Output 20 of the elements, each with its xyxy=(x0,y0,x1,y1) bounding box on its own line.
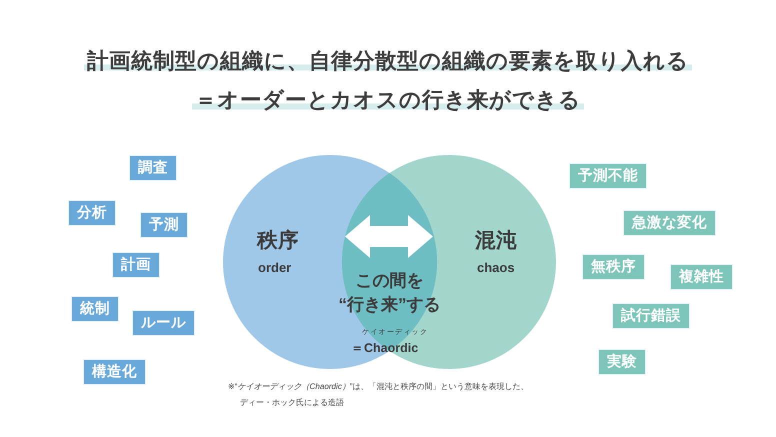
keyword-tag: 複雑性 xyxy=(670,264,733,290)
keyword-tag: 試行錯誤 xyxy=(612,303,690,329)
keyword-tag: 予測 xyxy=(140,212,188,238)
keyword-tag: 構造化 xyxy=(83,359,146,385)
circle-subtitle: chaos xyxy=(477,260,515,276)
circle-title: 秩序 xyxy=(257,228,299,254)
keyword-tag: 予測不能 xyxy=(569,163,647,189)
keyword-tag: ルール xyxy=(132,310,195,336)
circle-title: 混沌 xyxy=(475,228,517,254)
footnote: ※“ケイオーディック（Chaordic）”は、「混沌と秩序の間」という意味を表現した、ディー・ホック氏による造語 xyxy=(228,381,530,409)
keyword-tag: 急激な変化 xyxy=(623,210,716,236)
keyword-tag: 分析 xyxy=(68,200,116,226)
keyword-tag: 調査 xyxy=(129,155,177,181)
keyword-tag: 統制 xyxy=(71,296,119,322)
circle-subtitle: order xyxy=(258,260,292,276)
overlap-caption: この間を“行き来”する xyxy=(338,270,442,316)
keyword-tag: 計画 xyxy=(112,252,160,278)
term-label: ＝Chaordic xyxy=(351,341,418,356)
keyword-tag: 無秩序 xyxy=(582,254,645,280)
keyword-tag: 実験 xyxy=(598,349,646,375)
